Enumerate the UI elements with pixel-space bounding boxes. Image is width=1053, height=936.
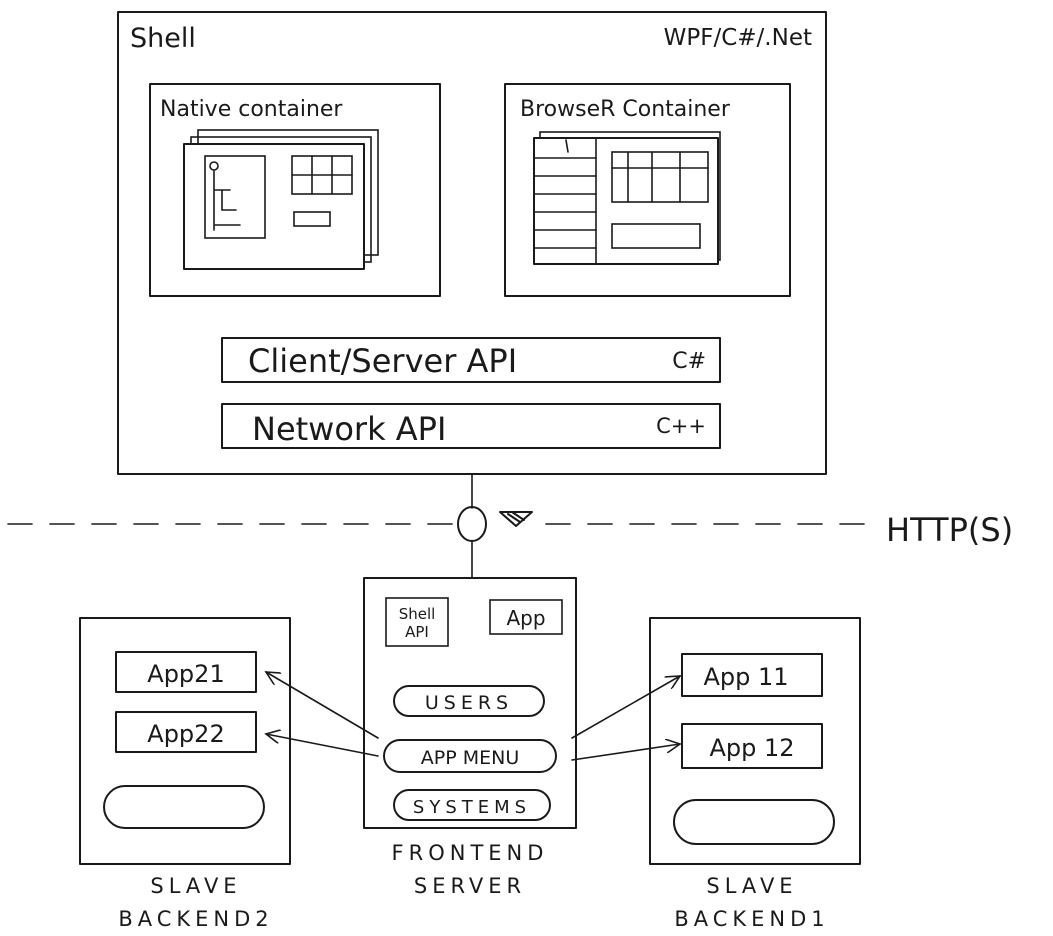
app11-box	[681, 653, 823, 697]
client-server-api-lang: C#	[672, 349, 706, 374]
arrow-to-app12	[571, 744, 680, 761]
users-label: USERS	[425, 692, 513, 714]
app22-label: App22	[147, 720, 224, 748]
arrows	[266, 672, 680, 761]
app-menu-label: APP MENU	[421, 747, 519, 769]
network-api-bar: Network API C++	[221, 403, 721, 449]
systems-pill	[393, 789, 551, 821]
native-container: Native container	[149, 83, 441, 297]
protocol-boundary: HTTP(S)	[7, 473, 1013, 579]
frontend-caption-line1: FRONTEND	[392, 841, 549, 865]
browser-container: BrowseR Container	[504, 83, 791, 297]
http-label: HTTP(S)	[886, 511, 1013, 549]
app21-box	[115, 651, 257, 693]
backend1-caption-line1: SLAVE	[706, 874, 797, 898]
arrow-to-app21	[266, 672, 379, 739]
network-api-label: Network API	[252, 410, 446, 448]
backend2-caption-line1: SLAVE	[150, 874, 241, 898]
arrow-to-app22	[266, 734, 379, 757]
app-box-label: App	[506, 606, 545, 630]
frontend-caption-line2: SERVER	[414, 874, 526, 898]
app-box	[489, 599, 563, 635]
backend2-empty-pill	[103, 785, 265, 829]
app12-box	[681, 723, 823, 769]
app11-label: App 11	[703, 663, 788, 691]
users-pill	[393, 685, 545, 717]
client-server-api-label: Client/Server API	[248, 342, 517, 380]
backend1-caption-line2: BACKEND1	[674, 907, 829, 931]
network-api-lang: C++	[656, 414, 706, 438]
backend2-caption-line2: BACKEND2	[118, 907, 273, 931]
client-server-api-bar: Client/Server API C#	[221, 337, 721, 383]
app-menu-pill	[383, 739, 557, 773]
systems-label: SYSTEMS	[413, 797, 531, 818]
slave-backend-2: App21 App22 SLAVE BACKEND2	[79, 617, 291, 931]
app12-label: App 12	[709, 734, 794, 762]
app22-box	[115, 711, 257, 753]
slave-backend-1: App 11 App 12 SLAVE BACKEND1	[649, 617, 861, 931]
shell-api-line2: API	[405, 623, 429, 641]
browser-container-label: BrowseR Container	[520, 97, 731, 122]
shield-icon	[499, 511, 533, 527]
interface-lollipop-icon	[457, 506, 487, 542]
app21-label: App21	[147, 660, 224, 688]
shell-api-line1: Shell	[399, 605, 436, 623]
shell-title: Shell	[130, 23, 196, 54]
native-container-label: Native container	[160, 97, 343, 122]
backend1-empty-pill	[673, 799, 835, 845]
shell-api-box	[385, 597, 449, 647]
frontend-server: Shell API App USERS APP MENU SYSTEMS FRO…	[363, 577, 577, 898]
arrow-to-app11	[571, 676, 680, 739]
shell-tech-label: WPF/C#/.Net	[664, 25, 812, 51]
